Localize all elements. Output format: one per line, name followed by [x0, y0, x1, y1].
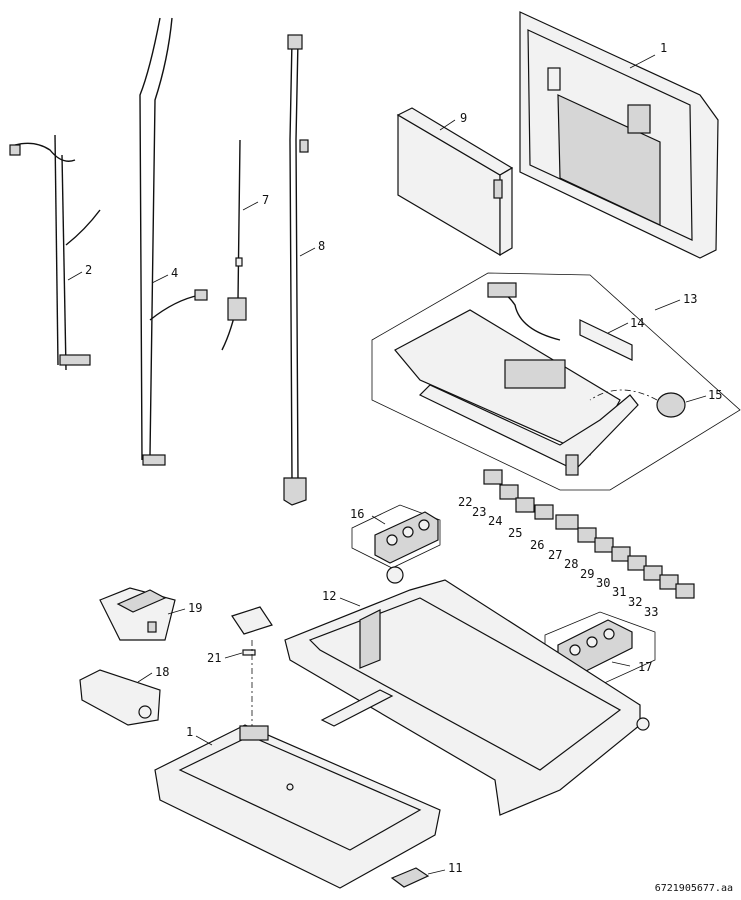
leader-16	[371, 515, 386, 525]
callout-27: 27	[548, 548, 562, 562]
leader-8	[299, 247, 316, 257]
callout-23: 23	[472, 505, 486, 519]
fuse-part-21	[231, 606, 273, 740]
callout-30: 30	[596, 576, 610, 590]
callout-26: 26	[530, 538, 544, 552]
callout-31: 31	[612, 585, 626, 599]
controller-tray-part	[394, 309, 639, 476]
leader-2	[67, 271, 83, 281]
callout-16: 16	[350, 507, 364, 521]
cover-part-18	[79, 669, 161, 726]
panel-part	[396, 107, 514, 257]
chassis-frame-12	[284, 566, 650, 816]
bottom-tray-part	[154, 724, 441, 889]
callout-25: 25	[508, 526, 522, 540]
board-part-14	[579, 319, 633, 361]
callout-13: 13	[683, 292, 697, 306]
cable-set-part	[487, 282, 561, 341]
sensor-cable-7	[221, 139, 247, 351]
callout-22: 22	[458, 495, 472, 509]
callout-11: 11	[448, 861, 462, 875]
terminal-block-16	[374, 511, 439, 564]
leader-19	[167, 608, 186, 615]
callout-21: 21	[207, 651, 221, 665]
wiring-harness-4	[139, 17, 208, 466]
callout-1-bottom: 1	[186, 725, 193, 739]
wiring-harness-2	[9, 134, 101, 371]
callout-32: 32	[628, 595, 642, 609]
leader-14	[607, 322, 629, 334]
cap-part-15	[589, 389, 686, 418]
callout-4: 4	[171, 266, 178, 280]
leader-11	[427, 869, 446, 875]
bracket-part-11	[390, 867, 430, 888]
callout-29: 29	[580, 567, 594, 581]
leader-17	[611, 661, 631, 667]
callout-2: 2	[85, 263, 92, 277]
callout-17: 17	[638, 660, 652, 674]
power-cable-8	[283, 34, 309, 506]
group-16-outline	[351, 504, 441, 569]
callout-18: 18	[155, 665, 169, 679]
callout-24: 24	[488, 514, 502, 528]
group-13-outline	[371, 272, 741, 491]
leader-21	[224, 652, 243, 659]
callout-9: 9	[460, 111, 467, 125]
callout-14: 14	[630, 316, 644, 330]
callout-12: 12	[322, 589, 336, 603]
leader-9	[439, 119, 456, 131]
leader-15	[685, 395, 707, 403]
drawing-code: 6721905677.aa	[654, 883, 733, 894]
leader-12	[339, 597, 361, 607]
callout-19: 19	[188, 601, 202, 615]
callout-8: 8	[318, 239, 325, 253]
callout-1-top: 1	[660, 41, 667, 55]
callout-15: 15	[708, 388, 722, 402]
leader-4	[151, 274, 169, 284]
leader-1-bottom	[195, 735, 213, 746]
leader-18	[137, 672, 153, 683]
leader-1-top	[629, 54, 656, 69]
leader-13	[654, 299, 681, 311]
leader-7	[242, 201, 259, 211]
terminal-block-17	[557, 619, 633, 674]
callout-33: 33	[644, 605, 658, 619]
connector-series	[483, 469, 695, 599]
front-casing-part	[519, 11, 719, 259]
callout-7: 7	[262, 193, 269, 207]
cover-part-19	[99, 587, 176, 641]
callout-28: 28	[564, 557, 578, 571]
